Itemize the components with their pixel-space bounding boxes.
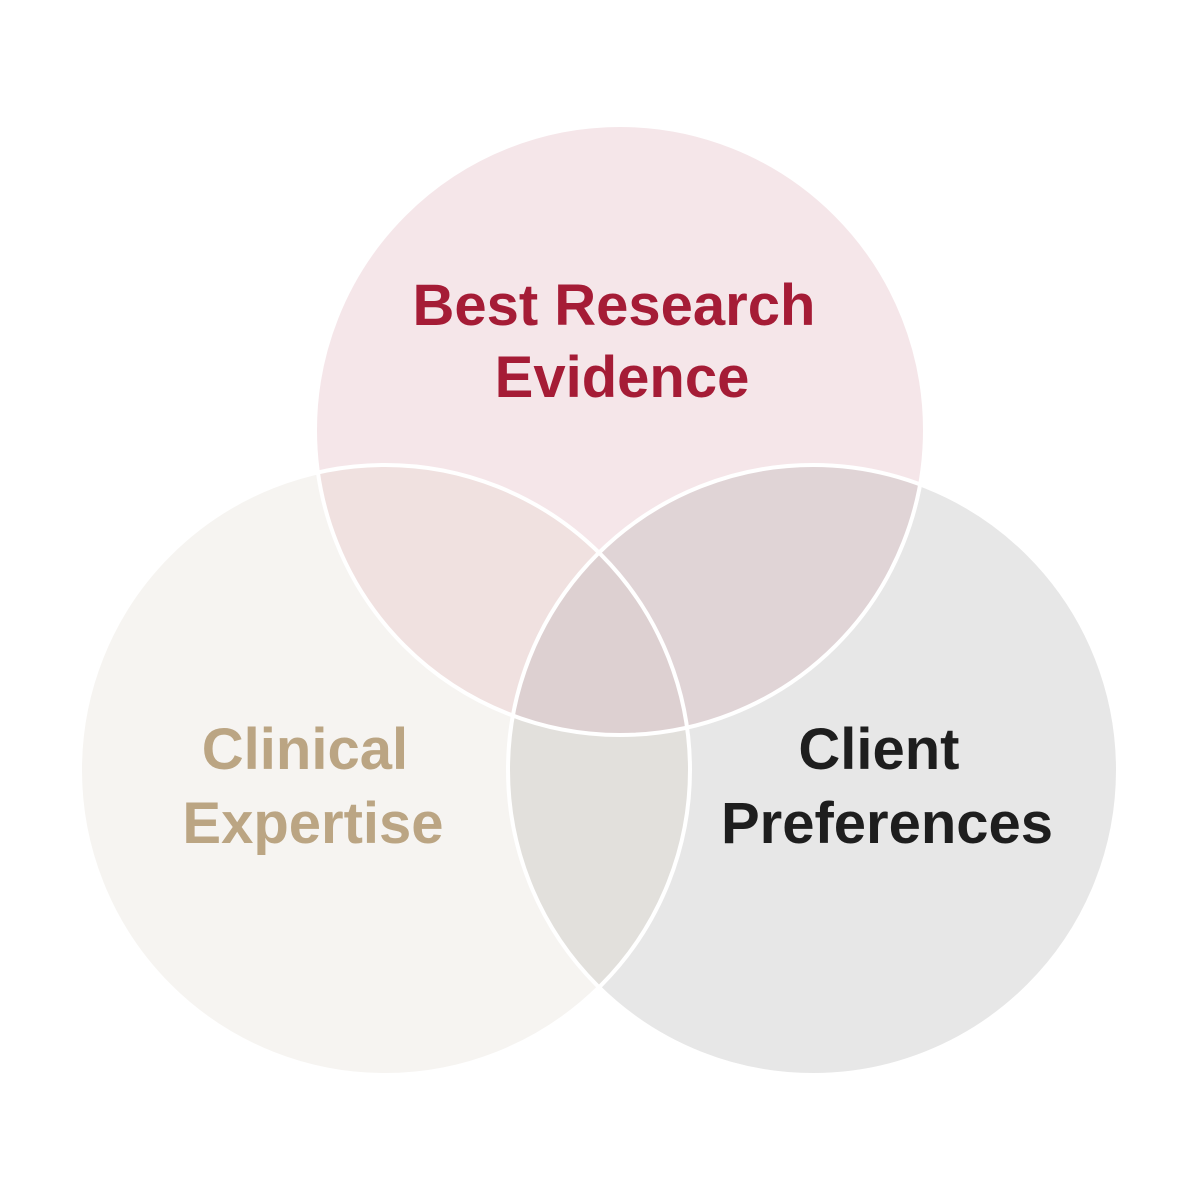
outline-clinical [78,463,692,1077]
label-best-research-evidence: Best Research Evidence [412,273,831,410]
label-research-line-1: Best Research [412,273,815,338]
circle-outlines [78,123,1120,1077]
label-clinical-line-2: Expertise [182,791,443,856]
label-research-line-2: Evidence [495,345,750,410]
label-clinical-expertise: Clinical Expertise [182,717,443,856]
label-client-line-2: Preferences [721,791,1053,856]
overlap-research-clinical [315,465,690,735]
label-client-line-1: Client [798,717,959,782]
overlap-research-client [508,465,925,735]
label-clinical-line-1: Clinical [202,717,408,782]
label-client-preferences: Client Preferences [721,717,1053,856]
outline-client [506,463,1120,1077]
outline-research [313,123,927,737]
